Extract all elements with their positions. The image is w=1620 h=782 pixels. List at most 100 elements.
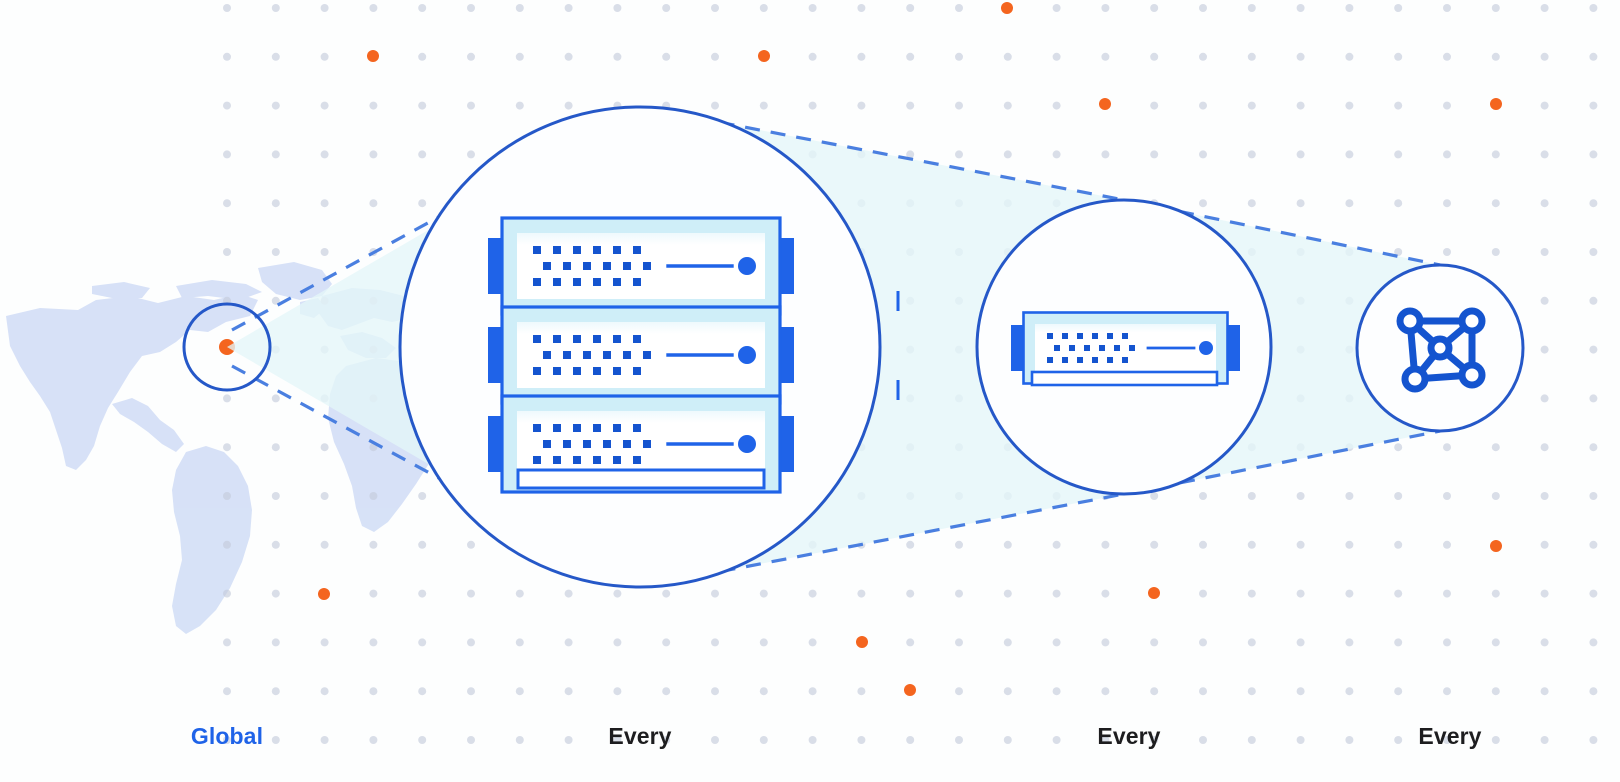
grid-dot: [759, 687, 768, 696]
grid-dot: [1247, 540, 1256, 549]
grid-dot: [271, 492, 280, 500]
grid-dot: [1443, 638, 1451, 647]
grid-dot: [418, 638, 427, 647]
grid-dot: [1150, 492, 1159, 500]
grid-dot: [467, 540, 475, 549]
grid-dot: [369, 4, 378, 12]
grid-dot: [1101, 150, 1110, 159]
grid-dot: [1247, 199, 1256, 208]
grid-dot: [613, 589, 622, 598]
grid-dot: [1540, 394, 1549, 403]
grid-dot: [1394, 199, 1403, 208]
grid-dot: [320, 443, 329, 452]
grid-dot: [271, 199, 280, 208]
grid-dot: [906, 540, 915, 549]
grid-dot: [320, 492, 329, 500]
grid-dot: [320, 101, 329, 110]
grid-dot: [1345, 492, 1354, 500]
grid-dot: [1150, 638, 1159, 647]
grid-dot: [1052, 736, 1061, 744]
label-every-data-center: Every data center: [500, 669, 780, 782]
grid-dot: [271, 736, 280, 744]
grid-dot: [1589, 4, 1598, 12]
accent-dot-group: [219, 2, 1502, 696]
label-every-service: Every service: [1330, 669, 1570, 782]
grid-dot: [857, 4, 866, 12]
grid-dot: [1491, 4, 1500, 12]
grid-dot: [1247, 638, 1256, 647]
grid-dot: [1345, 638, 1354, 647]
grid-dot: [271, 443, 280, 452]
grid-dot: [1247, 4, 1256, 12]
grid-dot: [1589, 101, 1598, 110]
grid-dot: [662, 638, 671, 647]
grid-dot: [1345, 4, 1354, 12]
grid-dot: [1003, 150, 1012, 159]
grid-dot: [1491, 638, 1500, 647]
grid-dot: [1101, 540, 1110, 549]
grid-dot: [1296, 638, 1305, 647]
node-bottom-right: [1458, 361, 1486, 389]
grid-dot: [662, 589, 671, 598]
grid-dot: [1150, 4, 1159, 12]
grid-dot: [1247, 687, 1256, 696]
grid-dot: [1296, 687, 1305, 696]
grid-dot: [1101, 52, 1110, 61]
grid-dot: [1003, 101, 1012, 110]
grid-dot: [1101, 589, 1110, 598]
grid-dot: [906, 589, 915, 598]
grid-dot: [1540, 687, 1549, 696]
grid-dot: [1247, 492, 1256, 500]
grid-dot: [1540, 589, 1549, 598]
grid-dot: [1296, 492, 1305, 500]
grid-dot: [711, 101, 719, 110]
grid-dot: [1345, 52, 1354, 61]
grid-dot: [1589, 492, 1598, 500]
grid-dot: [1394, 736, 1403, 744]
grid-dot: [320, 687, 329, 696]
server-rack-icon: [486, 216, 900, 494]
accent-dot: [904, 684, 916, 696]
grid-dot: [1052, 4, 1061, 12]
grid-dot: [1296, 736, 1305, 744]
accent-dot: [1490, 540, 1502, 552]
grid-dot: [955, 589, 963, 598]
grid-dot: [271, 52, 280, 61]
grid-dot: [1247, 589, 1256, 598]
grid-dot: [613, 52, 622, 61]
grid-dot: [1150, 687, 1159, 696]
grid-dot: [515, 687, 524, 696]
network-graph-icon: [1396, 307, 1486, 393]
grid-dot: [955, 687, 963, 696]
grid-dot: [564, 4, 573, 12]
grid-dot: [613, 4, 622, 12]
grid-dot: [418, 540, 427, 549]
grid-dot: [759, 4, 768, 12]
grid-dot: [564, 52, 573, 61]
grid-dot: [1345, 589, 1354, 598]
grid-dot: [1443, 150, 1451, 159]
grid-dot: [1443, 4, 1451, 12]
grid-dot: [1491, 492, 1500, 500]
node-center: [1427, 335, 1453, 361]
grid-dot: [223, 101, 231, 110]
grid-dot: [418, 736, 427, 744]
grid-dot: [223, 736, 231, 744]
grid-dot: [223, 687, 231, 696]
grid-dot: [1491, 199, 1500, 208]
grid-dot: [418, 4, 427, 12]
grid-dot: [271, 687, 280, 696]
grid-dot: [1394, 540, 1403, 549]
grid-dot: [1540, 101, 1549, 110]
grid-dot: [369, 589, 378, 598]
grid-dot: [1003, 589, 1012, 598]
grid-dot: [1150, 101, 1159, 110]
grid-dot: [1589, 248, 1598, 256]
grid-dot: [1589, 52, 1598, 61]
grid-dot: [1540, 150, 1549, 159]
grid-dot: [1199, 52, 1207, 61]
grid-dot: [662, 52, 671, 61]
grid-dot: [1003, 52, 1012, 61]
grid-dot: [1540, 199, 1549, 208]
grid-dot: [1296, 101, 1305, 110]
